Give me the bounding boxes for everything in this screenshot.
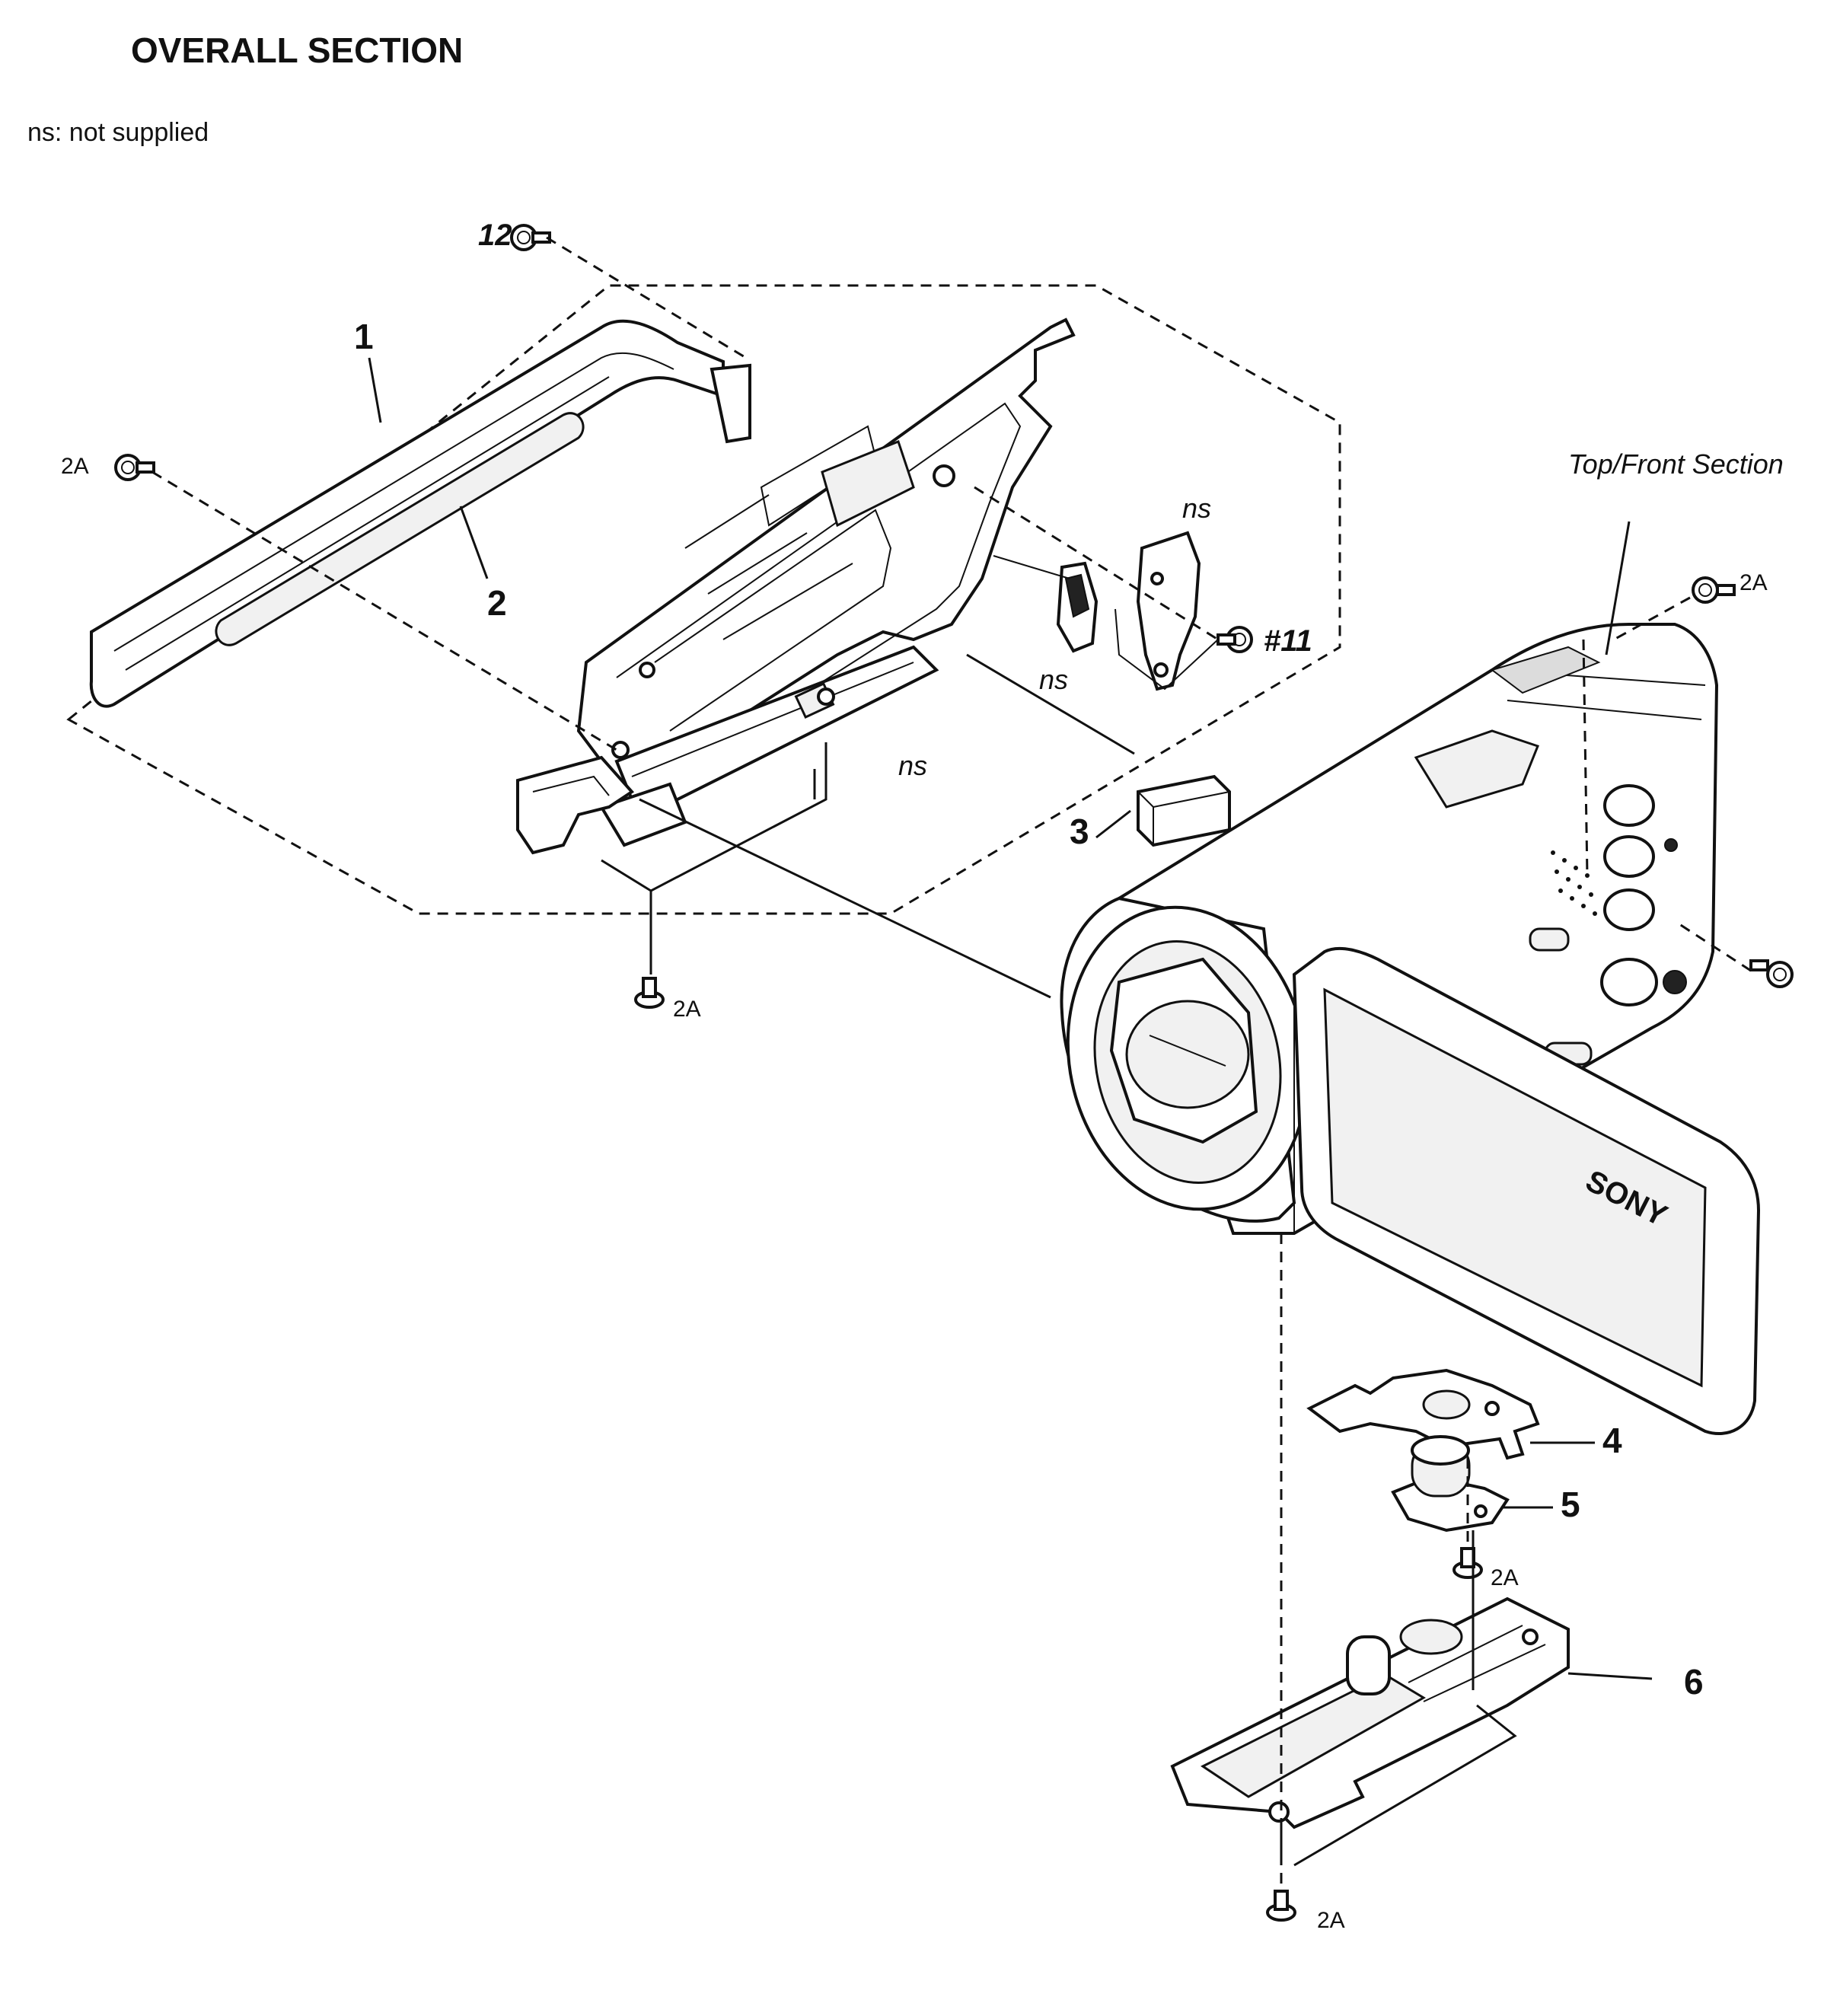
guide-2a-top: [1613, 596, 1691, 641]
grip-belt: [89, 319, 751, 708]
frame-bracket: [1056, 531, 1201, 691]
label-part-2: 2: [487, 583, 507, 623]
leader-part-3: [1095, 809, 1131, 839]
label-ns-middle: ns: [1039, 664, 1068, 695]
screw-2a-bottom: [1266, 1890, 1296, 1922]
leader-frame-to-lens: [639, 798, 1051, 999]
page-title: OVERALL SECTION: [131, 30, 463, 70]
label-part-3: 3: [1070, 812, 1089, 851]
leader-part-2: [459, 506, 489, 579]
speaker-grille: [1551, 850, 1597, 916]
label-screw-2a-grip: 2A: [673, 997, 701, 1022]
screw-2a-side: [1749, 959, 1794, 988]
label-top-front-section: Top/Front Section: [1568, 448, 1784, 480]
label-part-5: 5: [1561, 1485, 1580, 1524]
screw-2a-top-right: [1692, 576, 1736, 604]
microphone-part-5: [1391, 1435, 1510, 1533]
leader-part-1: [368, 357, 382, 423]
screw-12: [510, 224, 551, 251]
guide-2a-side: [1674, 920, 1752, 972]
label-ns-top: ns: [1182, 493, 1211, 524]
circuit-board-part-6: [1170, 1597, 1570, 1829]
label-screw-2a-mic: 2A: [1491, 1565, 1519, 1590]
bracket-part-4: [1306, 1368, 1540, 1460]
screw-11: [1217, 626, 1253, 653]
label-screw-11: #11: [1264, 624, 1312, 658]
grip-assembly-boundary: [66, 284, 1341, 915]
assembly-line-grip-bottom-b: [601, 859, 652, 892]
label-ns-rail: ns: [898, 750, 927, 781]
leader-part-6: [1567, 1672, 1653, 1680]
label-screw-2a-bottom: 2A: [1317, 1908, 1345, 1933]
label-screw-2a-left: 2A: [61, 454, 89, 479]
screw-2a-mic: [1453, 1547, 1483, 1579]
assembly-line-grip-bottom: [649, 742, 827, 975]
label-part-4: 4: [1602, 1421, 1622, 1460]
label-screw-2a-top: 2A: [1739, 570, 1768, 595]
ns-note: ns: not supplied: [27, 118, 209, 147]
grip-frame: [516, 317, 1076, 855]
guide-12: [546, 236, 747, 359]
camcorder-body: SONY: [1060, 623, 1761, 1436]
board-assembly-line: [1293, 1704, 1517, 1867]
leader-top-front: [1605, 521, 1631, 656]
leader-rail-to-battery: [966, 653, 1135, 755]
battery-part-3: [1137, 774, 1231, 847]
bracket-wire: [1114, 608, 1219, 691]
leader-bracket: [993, 555, 1070, 579]
label-screw-12: 12: [478, 219, 512, 252]
label-part-6: 6: [1684, 1662, 1704, 1702]
screw-2a-grip-bottom: [634, 977, 665, 1009]
guide-top-front: [1582, 639, 1589, 876]
screw-2a-left: [114, 454, 155, 481]
guide-11: [974, 486, 1219, 641]
label-part-1: 1: [354, 317, 374, 356]
